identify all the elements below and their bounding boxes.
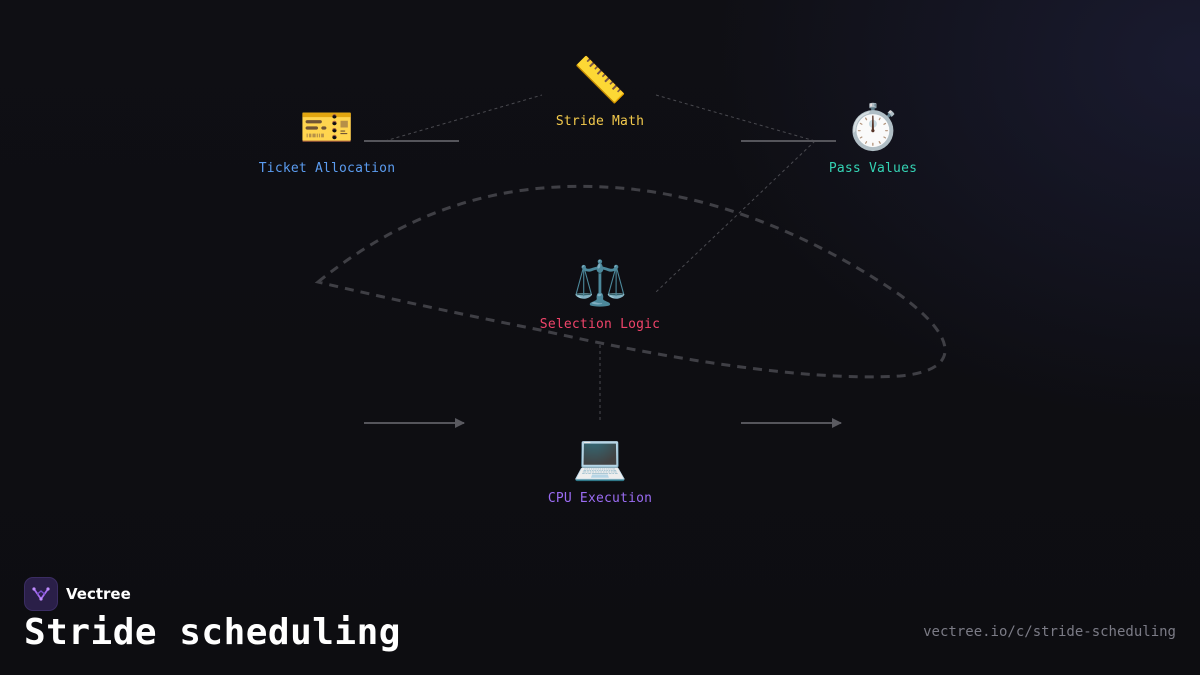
node-label: Ticket Allocation (258, 161, 396, 176)
page-url[interactable]: vectree.io/c/stride-scheduling (923, 624, 1176, 640)
node-cpu-execution: 💻 CPU Execution (490, 432, 710, 507)
page-title: Stride scheduling (24, 612, 401, 653)
node-label: Pass Values (828, 161, 918, 176)
straight-ruler-icon: 📏 (572, 55, 628, 106)
node-label: Selection Logic (539, 317, 661, 332)
vectree-logo-icon (24, 577, 58, 611)
node-selection-logic: ⚖️ Selection Logic (490, 258, 710, 333)
brand[interactable]: Vectree (24, 577, 131, 611)
node-label: Stride Math (555, 114, 645, 129)
brand-name: Vectree (66, 585, 131, 603)
node-stride-math: 📏 Stride Math (490, 55, 710, 130)
node-pass-values: ⏱️ Pass Values (763, 102, 983, 177)
node-label: CPU Execution (547, 491, 653, 506)
stopwatch-icon: ⏱️ (845, 102, 901, 153)
balance-scale-icon: ⚖️ (572, 258, 628, 309)
admission-tickets-icon: 🎫 (299, 102, 355, 153)
cycle-loop-path (314, 184, 947, 379)
connector-pass-to-selection (655, 140, 816, 293)
laptop-icon: 💻 (572, 432, 628, 483)
node-ticket-allocation: 🎫 Ticket Allocation (217, 102, 437, 177)
